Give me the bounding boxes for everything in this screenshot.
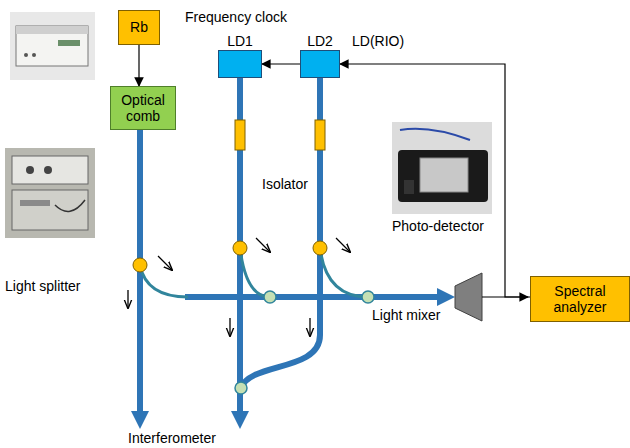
splitter — [133, 258, 147, 272]
photodetector-symbol — [455, 273, 482, 321]
box-text: Spectral analyzer — [531, 283, 629, 315]
connector — [262, 63, 300, 64]
mixer — [264, 291, 276, 303]
branch-fibre — [140, 248, 368, 297]
direction-arrow — [128, 238, 350, 336]
laser-box: LD2 — [300, 50, 340, 78]
isolator — [315, 120, 325, 150]
laser-box: LD1 — [218, 50, 262, 78]
laser-name: LD2 — [307, 33, 333, 49]
detector-photo — [392, 122, 492, 214]
analyzer-box: Spectral analyzer — [530, 276, 630, 322]
output-label: Interferometer — [128, 430, 216, 446]
isolator — [235, 120, 245, 150]
instrument-label: Frequency clock — [185, 9, 287, 25]
part-label: Light mixer — [372, 307, 440, 323]
box-text: Rb — [130, 19, 148, 35]
connector — [340, 64, 530, 297]
comb-box: Optical comb — [110, 86, 176, 130]
splitter — [233, 241, 247, 255]
connector — [138, 45, 139, 86]
splitter — [313, 241, 327, 255]
clock-box: Rb — [118, 10, 160, 45]
part-label: Light splitter — [5, 278, 80, 294]
laser-name: LD1 — [227, 33, 253, 49]
mixer — [362, 291, 374, 303]
mixer — [235, 382, 247, 394]
rb-photo — [10, 12, 95, 80]
comb-photo — [5, 148, 95, 238]
fibre — [140, 78, 446, 420]
part-label: Photo-detector — [392, 218, 484, 234]
box-text: Optical comb — [111, 92, 175, 124]
device-label: LD(RIO) — [352, 33, 404, 49]
part-label: Isolator — [262, 176, 308, 192]
